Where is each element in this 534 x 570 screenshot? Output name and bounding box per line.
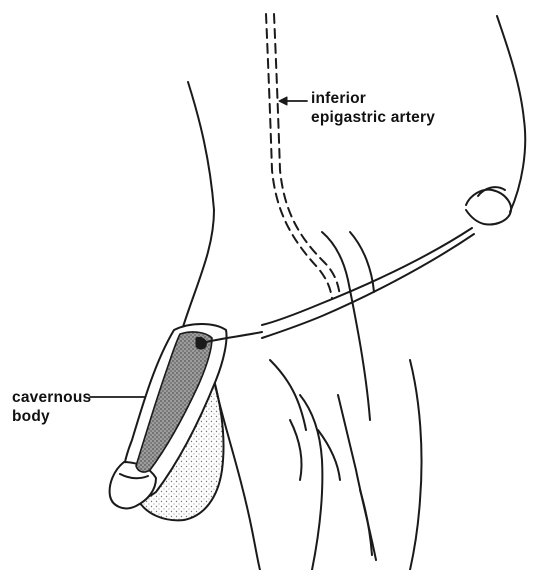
leg-mid-outline <box>360 490 372 555</box>
artery-label-line1: inferior <box>311 89 435 108</box>
torso-right-outline <box>497 16 525 212</box>
inferior-epigastric-artery-label: inferior epigastric artery <box>311 89 435 127</box>
vessel-branch-4 <box>290 420 302 480</box>
cavernous-body-label: cavernous body <box>12 388 91 426</box>
artery-dashed-right <box>274 14 340 296</box>
tube-lower <box>262 234 474 338</box>
cavernous-label-line1: cavernous <box>12 388 91 407</box>
cavernous-label-line2: body <box>12 407 91 426</box>
tube-upper <box>262 228 472 325</box>
torso-left-outline <box>182 82 214 330</box>
hand-outline <box>466 190 511 225</box>
artery-label-line2: epigastric artery <box>311 108 435 127</box>
inguinal-line-1 <box>322 232 370 420</box>
artery-pointer-head <box>279 97 287 105</box>
tube-entry <box>196 337 206 349</box>
artery-dashed-left <box>266 14 332 298</box>
leg-right-outline <box>410 360 422 570</box>
hand-thumb <box>478 187 505 196</box>
